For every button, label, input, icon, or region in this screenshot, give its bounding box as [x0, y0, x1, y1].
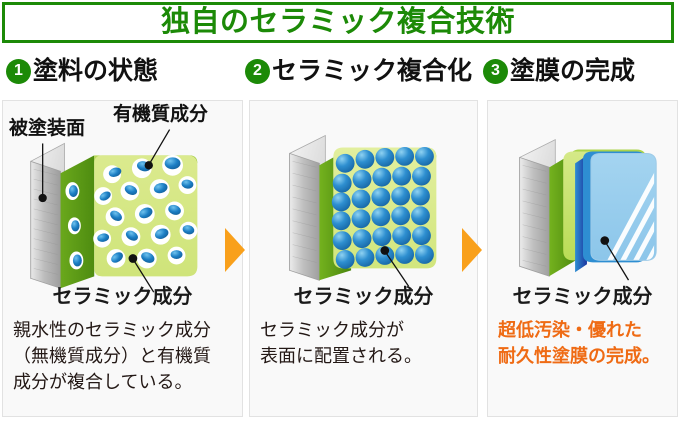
step-label-2: セラミック複合化 — [272, 56, 473, 85]
step-heading-1: 1 塗料の状態 — [6, 52, 158, 90]
panel-3-body-line-1: 超低汚染・優れた — [498, 320, 642, 340]
panel-1-caption: セラミック成分 — [52, 286, 193, 308]
panel-step-1: 被塗装面 有機質成分 セラミック成分 親水性のセラミック成分 （無機質成分）と有… — [2, 100, 243, 417]
diagram-finished-film-svg — [519, 138, 657, 281]
panel-step-3: セラミック成分 超低汚染・優れた 耐久性塗膜の完成。 — [487, 100, 678, 417]
diagram-ceramic-composite — [250, 101, 477, 296]
panel-2-caption: セラミック成分 — [293, 286, 434, 308]
step-headings-row: 1 塗料の状態 2 セラミック複合化 3 塗膜の完成 — [0, 52, 680, 90]
panel-step-2: セラミック成分 セラミック成分が 表面に配置される。 — [249, 100, 478, 417]
panel-3-body: 超低汚染・優れた 耐久性塗膜の完成。 — [488, 317, 677, 369]
title-box: 独自のセラミック複合技術 — [2, 2, 674, 43]
diagram-ceramic-composite-svg — [289, 134, 437, 287]
step-label-1: 塗料の状態 — [33, 56, 159, 85]
panel-2-body-line-2: 表面に配置される。 — [260, 346, 422, 367]
diagram-paint-state — [3, 101, 242, 296]
panel-1-body-line-1: 親水性のセラミック成分 — [13, 320, 211, 340]
step-number-badge-1: 1 — [6, 58, 31, 84]
panel-2-body: セラミック成分が 表面に配置される。 — [250, 317, 477, 369]
step-label-3: 塗膜の完成 — [510, 56, 636, 85]
step-number-badge-3: 3 — [483, 58, 508, 84]
arrow-step1-to-step2 — [225, 228, 245, 272]
diagram-paint-state-svg — [30, 129, 198, 293]
panel-1-body: 親水性のセラミック成分 （無機質成分）と有機質 成分が複合している。 — [3, 317, 242, 395]
panel-3-caption: セラミック成分 — [512, 286, 653, 308]
arrow-step2-to-step3 — [462, 228, 482, 272]
panel-3-body-line-2: 耐久性塗膜の完成。 — [498, 346, 660, 367]
panel-2-body-line-1: セラミック成分が — [260, 320, 404, 340]
page-title: 独自のセラミック複合技術 — [160, 6, 515, 38]
step-heading-3: 3 塗膜の完成 — [483, 52, 635, 90]
step-heading-2: 2 セラミック複合化 — [245, 52, 472, 90]
diagram-label-substrate: 被塗装面 — [9, 118, 86, 139]
diagram-label-organic-component: 有機質成分 — [113, 104, 209, 125]
step-number-badge-2: 2 — [245, 58, 270, 84]
panel-1-body-line-2: （無機質成分）と有機質 — [13, 346, 211, 367]
panel-1-body-line-3: 成分が複合している。 — [13, 372, 193, 393]
diagram-finished-film — [488, 101, 677, 296]
